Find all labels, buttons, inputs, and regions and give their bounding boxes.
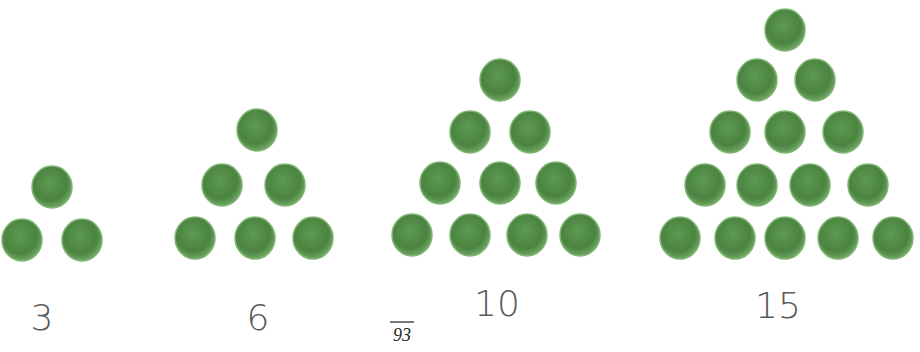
count-label: 10 [474, 286, 520, 322]
page-overline [390, 321, 414, 322]
page-number: 93 [393, 326, 411, 344]
count-label: 3 [31, 300, 54, 336]
count-label: 15 [755, 288, 801, 324]
count-label: 6 [247, 300, 270, 336]
dot-group [2, 9, 913, 261]
